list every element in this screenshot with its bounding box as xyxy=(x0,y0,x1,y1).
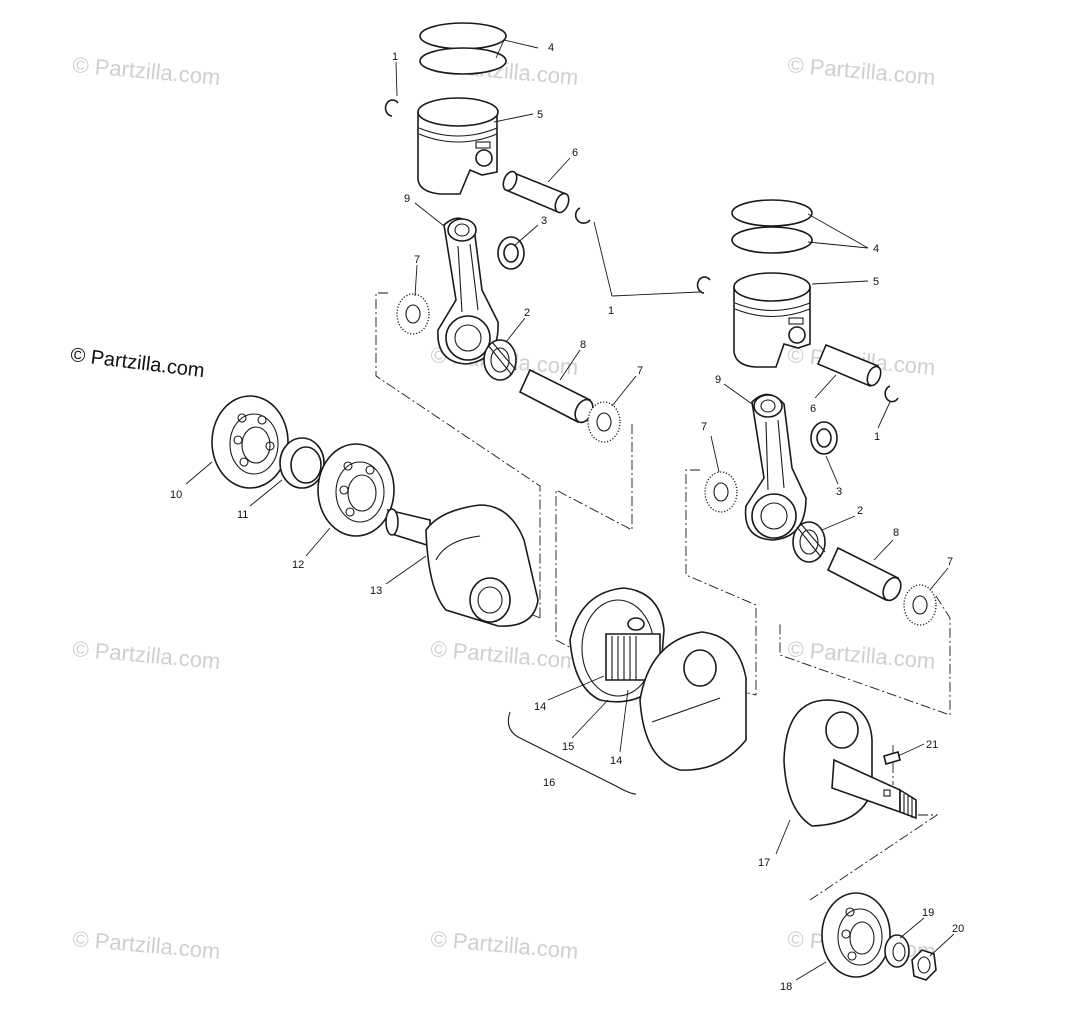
callout-11: 11 xyxy=(237,509,248,521)
callout-10: 10 xyxy=(170,489,182,501)
callout-4: 4 xyxy=(873,243,879,255)
piston-pin-right xyxy=(816,343,882,388)
needle-bearing-small-right xyxy=(810,421,838,455)
crankshaft-right-half xyxy=(783,699,917,827)
spacer-ring xyxy=(279,437,325,489)
callout-1: 1 xyxy=(608,305,614,317)
circlip-right-pin xyxy=(884,385,899,403)
ball-bearing-center xyxy=(317,443,395,537)
thrust-washer-left-a xyxy=(396,293,430,335)
callout-6: 6 xyxy=(572,147,578,159)
callout-18: 18 xyxy=(780,981,792,993)
piston-right xyxy=(733,272,811,368)
callout-7: 7 xyxy=(947,556,953,568)
washer-19 xyxy=(884,934,910,968)
circlip-left-pin xyxy=(574,207,591,224)
callout-3: 3 xyxy=(541,215,547,227)
ball-bearing-left xyxy=(211,395,289,489)
connecting-rod-left xyxy=(437,217,499,365)
circlip-left-top xyxy=(384,99,399,117)
needle-bearing-large-right xyxy=(792,521,826,563)
ball-bearing-right xyxy=(821,892,891,978)
callout-14: 14 xyxy=(534,701,546,713)
callout-3: 3 xyxy=(836,486,842,498)
callout-7: 7 xyxy=(414,254,420,266)
callout-7: 7 xyxy=(637,365,643,377)
crank-pin-left xyxy=(518,368,594,424)
callout-4: 4 xyxy=(548,42,554,54)
callout-1: 1 xyxy=(874,431,880,443)
thrust-washer-right-b xyxy=(903,584,937,626)
callout-1: 1 xyxy=(392,51,398,63)
callout-7: 7 xyxy=(701,421,707,433)
callout-8: 8 xyxy=(893,527,899,539)
crankshaft-center-section xyxy=(569,587,747,771)
woodruff-key xyxy=(883,751,901,765)
callout-13: 13 xyxy=(370,585,382,597)
thrust-washer-left-b xyxy=(587,401,621,443)
watermark: © Partzilla.com xyxy=(72,636,222,674)
leader-lines xyxy=(185,39,955,981)
callout-2: 2 xyxy=(857,505,863,517)
needle-bearing-small-left xyxy=(497,236,525,270)
needle-bearing-large-left xyxy=(483,339,517,381)
callout-9: 9 xyxy=(404,193,410,205)
callout-14: 14 xyxy=(610,755,622,767)
callout-21: 21 xyxy=(926,739,938,751)
watermark: © Partzilla.com xyxy=(787,636,937,674)
callout-16: 16 xyxy=(543,777,555,789)
callout-2: 2 xyxy=(524,307,530,319)
bracket-16 xyxy=(507,711,637,795)
callout-15: 15 xyxy=(562,741,574,753)
watermark: © Partzilla.com xyxy=(430,636,580,674)
callout-6: 6 xyxy=(810,403,816,415)
watermark: © Partzilla.com xyxy=(72,926,222,964)
callout-5: 5 xyxy=(873,276,879,288)
crankshaft-left-half xyxy=(385,504,539,627)
nut-20 xyxy=(911,949,937,981)
callout-17: 17 xyxy=(758,857,770,869)
callout-8: 8 xyxy=(580,339,586,351)
callout-19: 19 xyxy=(922,907,934,919)
watermark: © Partzilla.com xyxy=(787,52,937,90)
connecting-rod-right xyxy=(744,393,807,541)
piston-left xyxy=(417,97,499,195)
thrust-washer-right-a xyxy=(704,471,738,513)
piston-rings-left xyxy=(419,22,507,75)
watermark: © Partzilla.com xyxy=(430,926,580,964)
piston-rings-right xyxy=(731,199,813,254)
circlip-right-top xyxy=(696,276,711,294)
callout-5: 5 xyxy=(537,109,543,121)
callout-20: 20 xyxy=(952,923,964,935)
watermark: © Partzilla.com xyxy=(72,52,222,90)
callout-12: 12 xyxy=(292,559,304,571)
callout-numbers: 1 4 5 6 9 3 7 2 8 7 1 4 5 9 6 1 7 3 2 8 … xyxy=(170,42,964,993)
piston-pin-left xyxy=(502,170,570,214)
callout-9: 9 xyxy=(715,374,721,386)
crank-pin-right xyxy=(826,546,902,602)
